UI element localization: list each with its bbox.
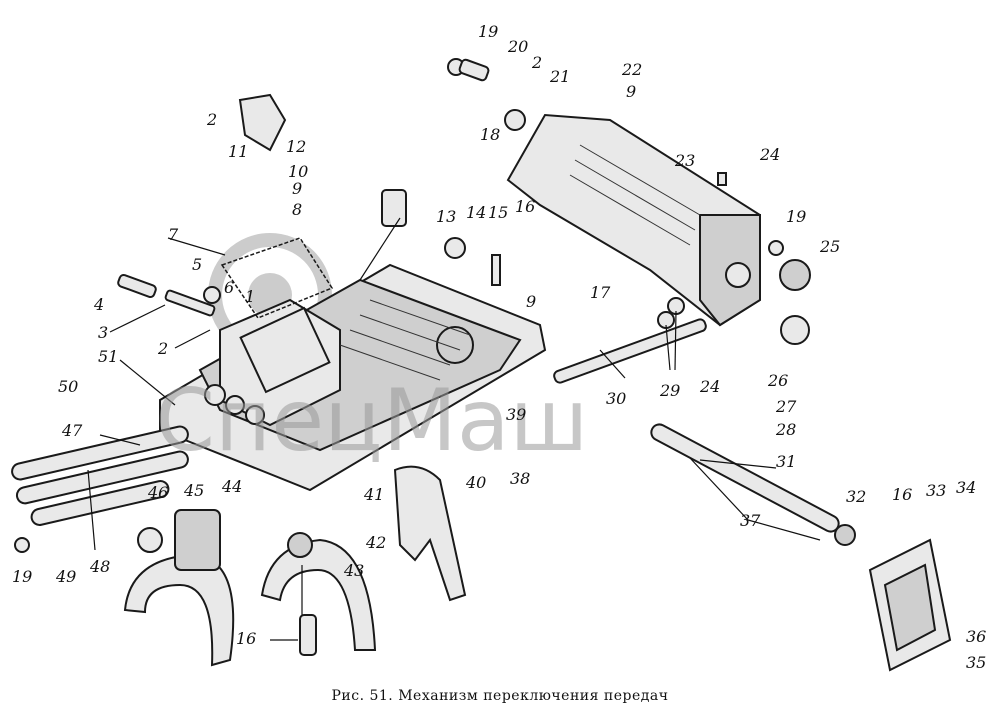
callout-12: 12: [286, 137, 306, 156]
callout-50: 50: [58, 377, 78, 396]
callout-15: 15: [488, 203, 508, 222]
callout-34: 34: [956, 478, 976, 497]
callout-26: 26: [767, 371, 788, 390]
callout-3: 3: [98, 323, 108, 342]
callout-40: 40: [465, 473, 486, 492]
callout-19b: 19: [786, 207, 806, 226]
callout-9b: 9: [292, 179, 302, 198]
callout-16c: 16: [236, 629, 256, 648]
cover-housing: [159, 263, 547, 492]
callout-37: 37: [740, 511, 761, 530]
callout-41: 41: [363, 485, 384, 504]
callout-36: 36: [966, 627, 986, 646]
callout-16: 16: [515, 197, 535, 216]
callout-44: 44: [221, 477, 242, 496]
callout-2: 2: [531, 53, 542, 72]
callout-39: 39: [506, 405, 526, 424]
callout-42: 42: [365, 533, 386, 552]
gasket-7: [220, 237, 334, 319]
callout-29: 29: [659, 381, 680, 400]
callout-8: 8: [292, 200, 302, 219]
callout-33: 33: [926, 481, 946, 500]
callout-9c: 9: [526, 292, 536, 311]
callout-11: 11: [228, 142, 248, 161]
callout-19: 19: [478, 22, 498, 41]
callout-30: 30: [606, 389, 626, 408]
callout-4: 4: [93, 295, 104, 314]
callout-49: 49: [55, 567, 76, 586]
callout-2b: 2: [206, 110, 217, 129]
shift-rods: [11, 425, 189, 526]
callout-1: 1: [245, 287, 255, 306]
callout-38: 38: [510, 469, 530, 488]
callout-18: 18: [480, 125, 500, 144]
callout-25: 25: [819, 237, 840, 256]
callout-48: 48: [89, 557, 110, 576]
fork-44: [123, 509, 235, 667]
callout-28: 28: [775, 420, 796, 439]
callout-14: 14: [466, 203, 486, 222]
fork-43: [260, 532, 377, 651]
callout-31: 31: [776, 452, 796, 471]
callout-32: 32: [846, 487, 866, 506]
callout-46: 46: [147, 483, 168, 502]
callout-51: 51: [98, 347, 118, 366]
callout-20: 20: [507, 37, 528, 56]
callout-labels: 19 20 2 21 22 9 18 23 24 2 11 12 10 9 8 …: [12, 22, 986, 672]
rod-30: [553, 318, 707, 384]
callout-19c: 19: [12, 567, 32, 586]
callout-47: 47: [61, 421, 83, 440]
callout-2c: 2: [157, 339, 168, 358]
side-cover-34: [868, 538, 952, 672]
callout-5: 5: [192, 255, 202, 274]
callout-35: 35: [966, 653, 986, 672]
rear-housing-23: [506, 113, 761, 327]
callout-22: 22: [621, 60, 642, 79]
callout-9: 9: [626, 82, 636, 101]
fork-40: [393, 465, 467, 602]
callout-13: 13: [436, 207, 456, 226]
callout-17: 17: [590, 283, 611, 302]
callout-43: 43: [343, 561, 364, 580]
callout-21: 21: [549, 67, 570, 86]
callout-24: 24: [759, 145, 780, 164]
callout-24b: 24: [699, 377, 720, 396]
callout-23: 23: [674, 151, 695, 170]
watermark-text: СпецМаш: [155, 371, 588, 471]
figure-caption: Рис. 51. Механизм переключения передач: [331, 688, 669, 704]
callout-6: 6: [224, 278, 234, 297]
callout-16b: 16: [892, 485, 912, 504]
callout-10: 10: [288, 162, 308, 181]
callout-27: 27: [775, 397, 797, 416]
small-parts: [14, 58, 856, 656]
leader-lines: [87, 217, 821, 641]
callout-45: 45: [183, 481, 204, 500]
callout-7: 7: [168, 225, 179, 244]
